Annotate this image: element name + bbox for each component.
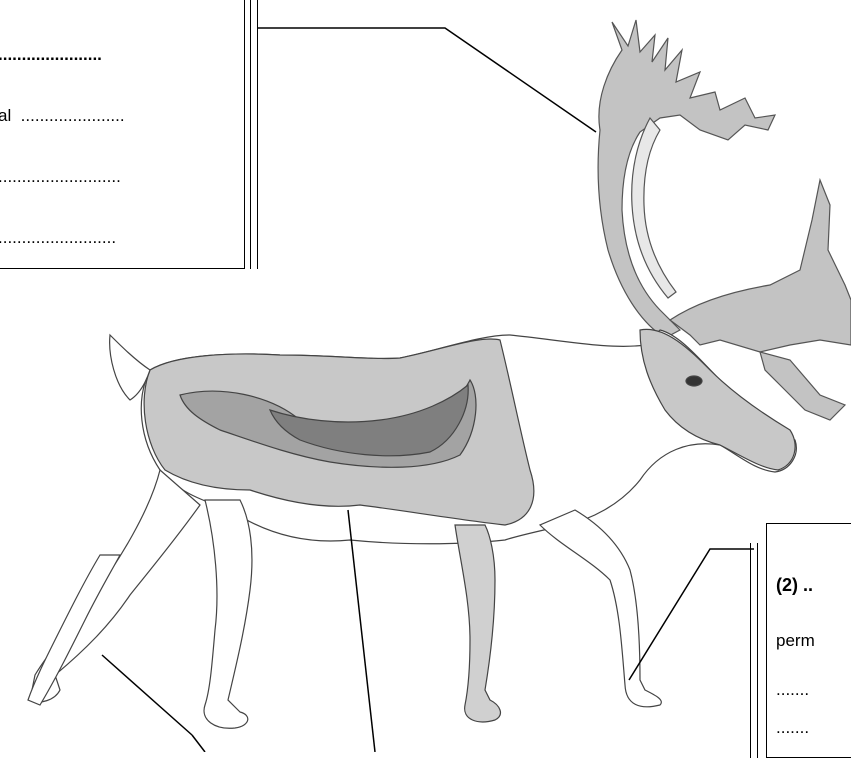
label-box-1-border	[250, 0, 258, 269]
label-box-2-title: (2) ..	[776, 575, 813, 596]
label-box-1-line-1[interactable]: al ......................	[0, 106, 125, 126]
reindeer-body	[28, 329, 796, 728]
label-box-1-line-3[interactable]: .........................	[0, 228, 116, 248]
label-box-1-line-0[interactable]: ......................	[0, 45, 102, 65]
label-box-2-line-3[interactable]: .......	[776, 718, 809, 738]
label-box-2-line-2[interactable]: .......	[776, 680, 809, 700]
label-box-2-line-1: perm	[776, 631, 815, 651]
label-box-2-border	[750, 543, 758, 758]
eye	[686, 376, 702, 386]
label-box-1-line-2[interactable]: ..........................	[0, 167, 121, 187]
